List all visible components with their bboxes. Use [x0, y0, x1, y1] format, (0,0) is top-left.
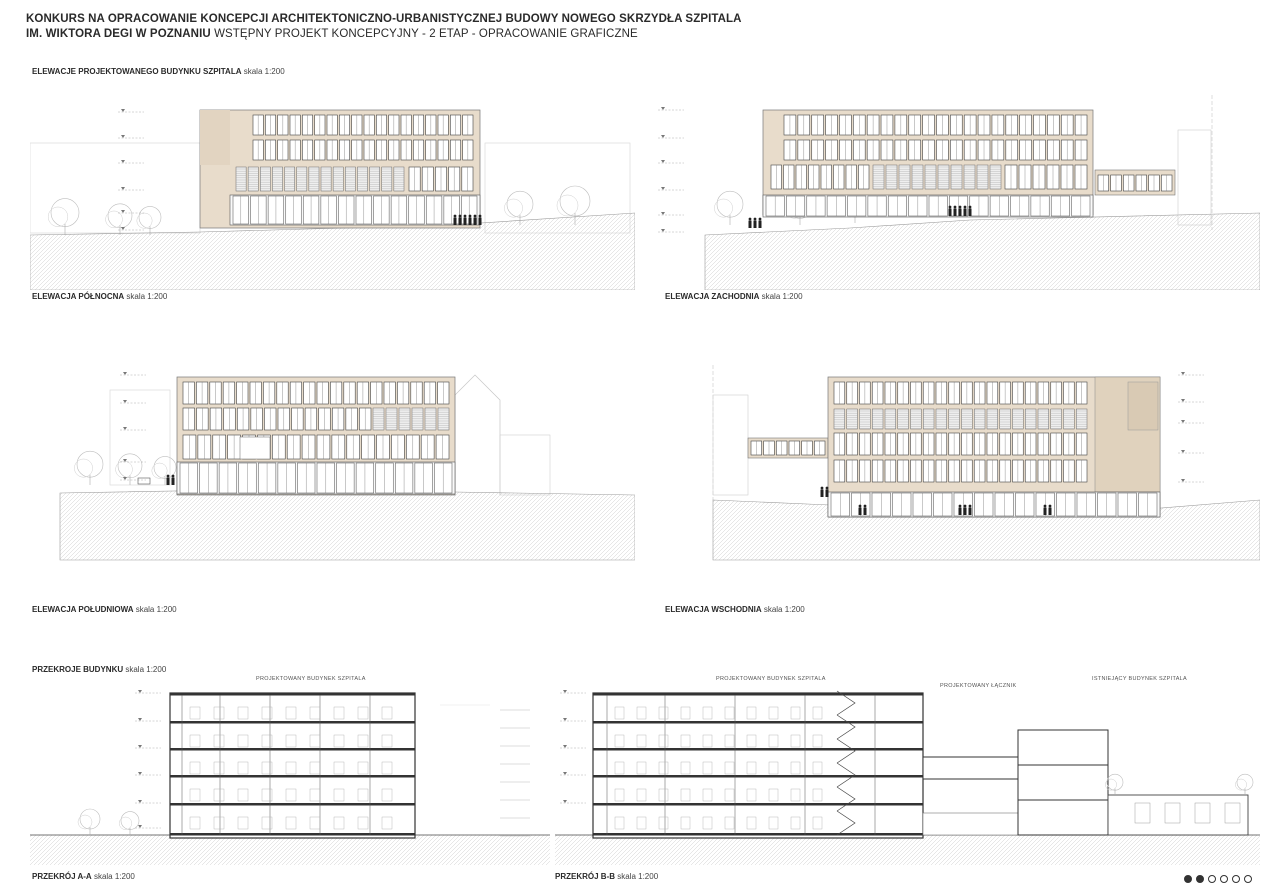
page-dot-6[interactable]: [1244, 875, 1252, 883]
board-header: KONKURS NA OPRACOWANIE KONCEPCJI ARCHITE…: [26, 12, 742, 42]
sections-section-title: PRZEKROJE BUDYNKU skala 1:200: [32, 665, 167, 674]
pagination-dots[interactable]: [1184, 875, 1252, 883]
north-elevation-label: ELEWACJA PÓŁNOCNA skala 1:200: [32, 292, 168, 301]
page-dot-2[interactable]: [1196, 875, 1204, 883]
west-elevation-label: ELEWACJA ZACHODNIA skala 1:200: [665, 292, 803, 301]
section-bb-drawing: [555, 690, 1260, 865]
east-elevation-drawing: [712, 365, 1260, 561]
section-bb-label: PRZEKRÓJ B-B skala 1:200: [555, 872, 659, 881]
header-title-line-2: IM. WIKTORA DEGI W POZNANIU WSTĘPNY PROJ…: [26, 27, 742, 42]
east-elevation-label: ELEWACJA WSCHODNIA skala 1:200: [665, 605, 805, 614]
section-aa-label: PRZEKRÓJ A-A skala 1:200: [32, 872, 135, 881]
section-bb-connector-caption: PROJEKTOWANY ŁĄCZNIK: [940, 683, 1017, 689]
section-aa-building-caption: PROJEKTOWANY BUDYNEK SZPITALA: [256, 676, 366, 682]
elevations-section-title: ELEWACJE PROJEKTOWANEGO BUDYNKU SZPITALA…: [32, 67, 285, 76]
header-subtitle: WSTĘPNY PROJEKT KONCEPCYJNY - 2 ETAP - O…: [210, 28, 638, 40]
section-bb-building-caption: PROJEKTOWANY BUDYNEK SZPITALA: [716, 676, 826, 682]
page-dot-5[interactable]: [1232, 875, 1240, 883]
section-aa-drawing: [30, 690, 550, 865]
page-dot-4[interactable]: [1220, 875, 1228, 883]
north-elevation-drawing: [30, 109, 635, 290]
page-dot-1[interactable]: [1184, 875, 1192, 883]
section-bb-existing-caption: ISTNIEJĄCY BUDYNEK SZPITALA: [1092, 676, 1188, 682]
header-title-line-1: KONKURS NA OPRACOWANIE KONCEPCJI ARCHITE…: [26, 13, 742, 25]
south-elevation-drawing: [59, 372, 635, 561]
page-dot-3[interactable]: [1208, 875, 1216, 883]
west-elevation-drawing: [658, 95, 1260, 290]
header-title-bold: IM. WIKTORA DEGI W POZNANIU: [26, 28, 211, 40]
south-elevation-label: ELEWACJA POŁUDNIOWA skala 1:200: [32, 605, 177, 614]
